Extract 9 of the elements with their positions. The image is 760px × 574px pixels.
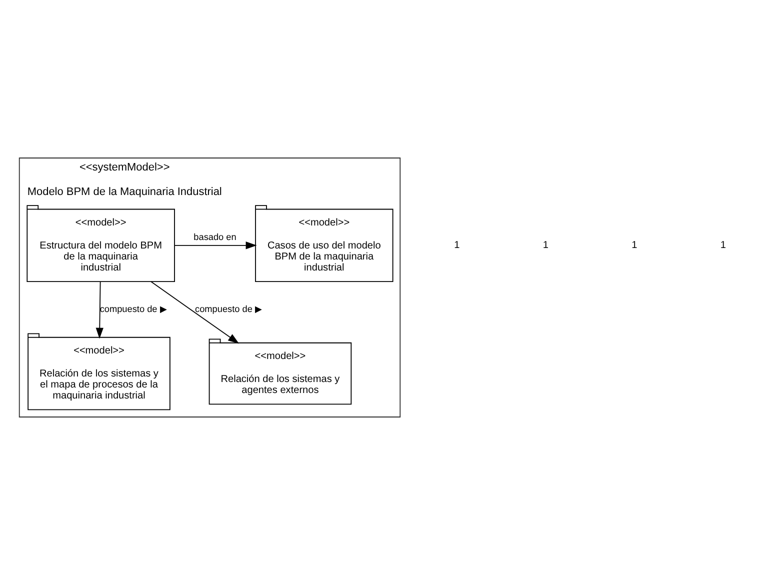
edge-label: compuesto de ▶ — [195, 303, 262, 314]
arrow — [174, 241, 257, 249]
label: 1 — [542, 239, 548, 250]
edge-label: basado en — [194, 231, 236, 242]
label: 1 — [454, 239, 460, 250]
label: 1 — [720, 239, 726, 250]
arrow — [150, 280, 240, 344]
label: 1 — [632, 239, 638, 250]
arrow — [96, 280, 104, 338]
